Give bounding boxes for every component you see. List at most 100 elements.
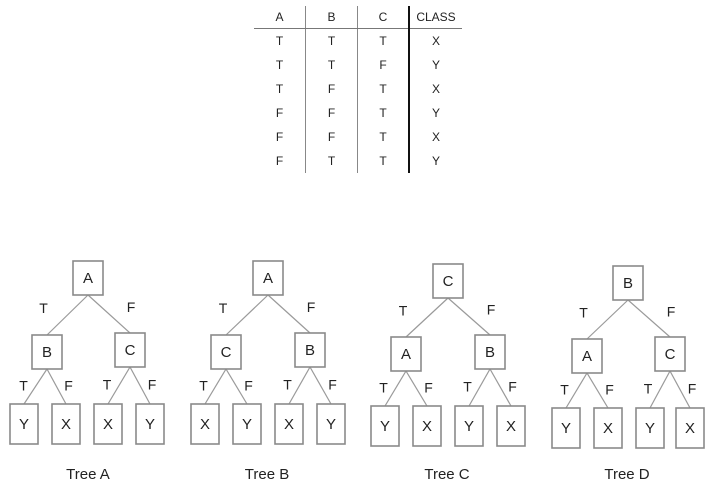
tree-leaf: X [593, 407, 623, 449]
node-label: A [401, 346, 411, 363]
table-cell: F [254, 149, 306, 173]
edge-label-true: T [219, 300, 228, 316]
leaf-label: X [103, 416, 113, 433]
tree-caption: Tree D [604, 466, 649, 483]
leaf-label: X [603, 420, 613, 437]
tree-edge [267, 294, 311, 334]
leaf-label: Y [561, 420, 571, 437]
tree-node-root: C [432, 263, 464, 299]
edge-label-true: T [379, 380, 388, 396]
table-cell: X [431, 82, 440, 96]
tree-edge [384, 370, 407, 407]
tree-edge [107, 366, 131, 405]
tree-edge [489, 368, 512, 407]
table-cell: F [305, 77, 358, 101]
tree-node-left: A [390, 336, 422, 372]
edge-label-true: T [283, 377, 292, 393]
table-cell: Y [431, 106, 440, 120]
tree-leaf: Y [9, 403, 39, 445]
edge-label-true: T [39, 300, 48, 316]
tree-edge [669, 370, 691, 409]
table-cell: T [305, 53, 358, 77]
leaf-label: Y [326, 416, 336, 433]
tree-leaf: X [274, 403, 304, 445]
table-cell: F [254, 101, 306, 125]
table-cell: T [357, 149, 410, 173]
edge-label-true: T [399, 303, 408, 319]
tree-leaf: Y [370, 405, 400, 447]
leaf-label: Y [380, 418, 390, 435]
tree-edge [565, 372, 588, 409]
tree-edge [225, 294, 269, 336]
leaf-label: X [422, 418, 432, 435]
tree-leaf: X [412, 405, 442, 447]
tree-edge [46, 368, 67, 405]
node-label: C [665, 346, 676, 363]
table-cell: X [431, 130, 440, 144]
edge-label-true: T [199, 378, 208, 394]
tree-leaf: Y [316, 403, 346, 445]
edge-label-true: T [463, 379, 472, 395]
leaf-label: X [284, 416, 294, 433]
tree-node-root: B [612, 265, 644, 301]
tree-leaf: Y [135, 403, 165, 445]
tree-edge [586, 372, 609, 409]
edge-label-false: F [244, 378, 253, 394]
tree-leaf: X [51, 403, 81, 445]
table-header-row: A B C CLASS [254, 6, 462, 29]
table-cell: T [357, 77, 410, 101]
leaf-label: Y [145, 416, 155, 433]
tree-node-root: A [72, 260, 104, 296]
leaf-label: Y [645, 420, 655, 437]
edge-label-false: F [148, 377, 157, 393]
table-cell: F [254, 125, 306, 149]
tree-edge [87, 294, 131, 334]
tree-edge [309, 366, 332, 405]
node-label: A [582, 348, 592, 365]
tree-edge [405, 370, 428, 407]
node-label: C [125, 342, 136, 359]
tree-edge [225, 368, 248, 405]
tree-edge [129, 366, 151, 405]
table-cell: Y [431, 154, 440, 168]
tree-edge [447, 297, 491, 336]
edge-label-true: T [19, 378, 28, 394]
leaf-label: X [200, 416, 210, 433]
leaf-label: X [506, 418, 516, 435]
tree-leaf: Y [635, 407, 665, 449]
tree-leaf: X [93, 403, 123, 445]
tree-edge [46, 294, 89, 336]
header-c: C [357, 6, 410, 29]
tree-edge [405, 297, 449, 338]
node-label: B [305, 342, 315, 359]
tree-edge [649, 370, 671, 409]
edge-label-false: F [487, 302, 496, 318]
tree-leaf: Y [551, 407, 581, 449]
leaf-label: Y [464, 418, 474, 435]
leaf-label: Y [19, 416, 29, 433]
table-cell: F [305, 125, 358, 149]
leaf-label: Y [242, 416, 252, 433]
edge-label-true: T [103, 377, 112, 393]
edge-label-false: F [424, 380, 433, 396]
tree-leaf: X [675, 407, 705, 449]
tree-leaf: X [496, 405, 526, 447]
node-label: C [443, 273, 454, 290]
table-cell: T [357, 125, 410, 149]
edge-label-false: F [127, 299, 136, 315]
leaf-label: X [61, 416, 71, 433]
tree-caption: Tree B [245, 466, 289, 483]
tree-node-right: B [474, 334, 506, 370]
tree-caption: Tree A [66, 466, 110, 483]
tree-node-right: B [294, 332, 326, 368]
table-cell: T [254, 28, 306, 53]
table-cell: T [305, 149, 358, 173]
edge-label-false: F [605, 382, 614, 398]
